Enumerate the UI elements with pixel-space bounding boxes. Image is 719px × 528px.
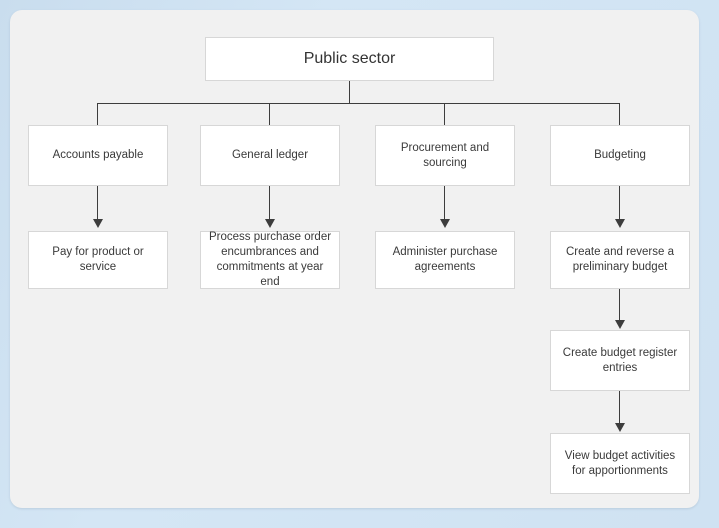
connector-drop-budgeting [619, 103, 620, 125]
arrowhead-process-purchase-order [265, 219, 275, 228]
node-procurement-and-sourcing[interactable]: Procurement and sourcing [375, 125, 515, 186]
connector-procurement-to-administer [444, 186, 445, 222]
arrowhead-create-and-reverse-budget [615, 219, 625, 228]
connector-register-entries-to-view-activities [619, 391, 620, 424]
node-view-budget-activities-for-apportionments[interactable]: View budget activities for apportionment… [550, 433, 690, 494]
node-process-purchase-order-encumbrances[interactable]: Process purchase order encumbrances and … [200, 231, 340, 289]
connector-create-reverse-to-register-entries [619, 289, 620, 321]
connector-drop-general-ledger [269, 103, 270, 125]
node-accounts-payable[interactable]: Accounts payable [28, 125, 168, 186]
arrowhead-create-budget-register-entries [615, 320, 625, 329]
connector-accounts-payable-to-pay [97, 186, 98, 222]
connector-drop-accounts-payable [97, 103, 98, 125]
arrowhead-view-budget-activities [615, 423, 625, 432]
connector-root-bus [97, 103, 620, 104]
arrowhead-administer-purchase-agreements [440, 219, 450, 228]
connector-root-trunk [349, 81, 350, 103]
node-general-ledger[interactable]: General ledger [200, 125, 340, 186]
node-create-and-reverse-preliminary-budget[interactable]: Create and reverse a preliminary budget [550, 231, 690, 289]
diagram-panel: Public sector Accounts payable General l… [10, 10, 699, 508]
node-create-budget-register-entries[interactable]: Create budget register entries [550, 330, 690, 391]
arrowhead-pay-for-product [93, 219, 103, 228]
node-budgeting[interactable]: Budgeting [550, 125, 690, 186]
node-pay-for-product-or-service[interactable]: Pay for product or service [28, 231, 168, 289]
connector-budgeting-to-create-reverse [619, 186, 620, 222]
connector-drop-procurement [444, 103, 445, 125]
connector-general-ledger-to-process [269, 186, 270, 222]
node-public-sector[interactable]: Public sector [205, 37, 494, 81]
node-administer-purchase-agreements[interactable]: Administer purchase agreements [375, 231, 515, 289]
